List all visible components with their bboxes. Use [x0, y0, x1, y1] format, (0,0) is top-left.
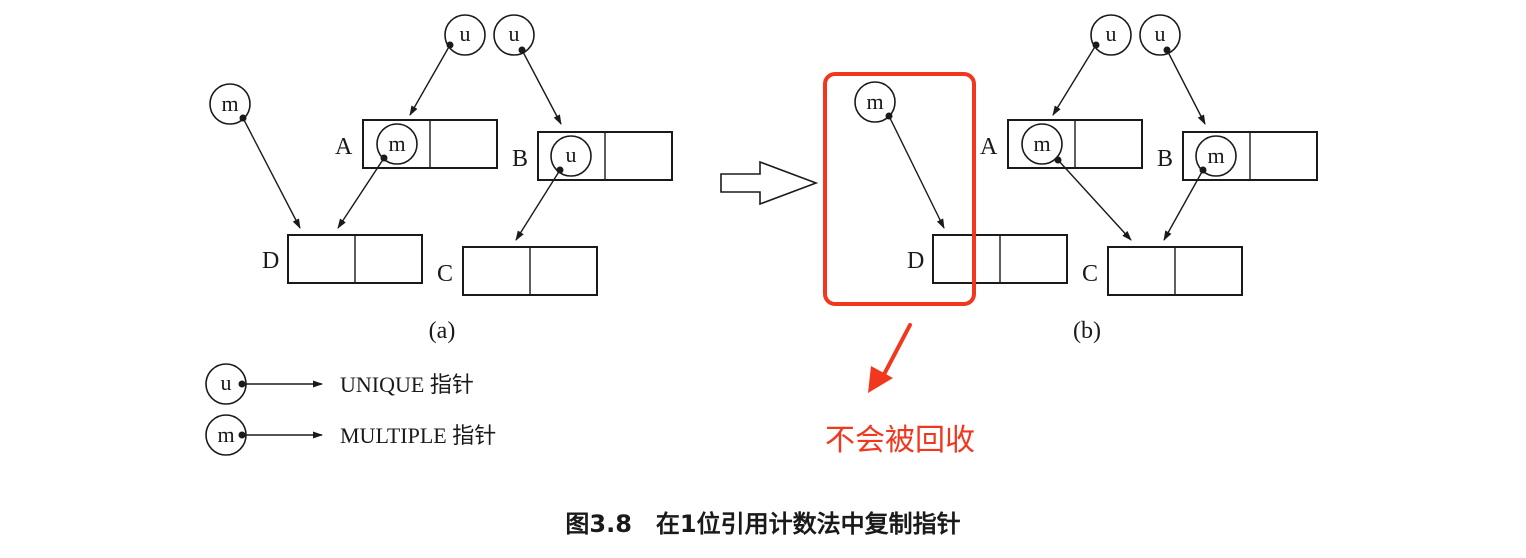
root-pointer-m: m	[209, 83, 251, 125]
annotation-arrow-icon	[868, 323, 912, 393]
node-b-label: B	[1157, 146, 1173, 172]
multiple-pointer-circle	[1195, 135, 1237, 177]
multiple-pointer-circle	[1021, 123, 1063, 165]
unique-pointer-circle	[550, 135, 592, 177]
diagram-a: D C A m B u m	[209, 14, 673, 344]
legend-multiple-label: MULTIPLE 指针	[340, 423, 496, 448]
root-pointer-m: m	[854, 81, 896, 123]
root-pointer-u-2: u	[493, 14, 535, 56]
pointer-tag: u	[566, 142, 577, 167]
pointer-tag: m	[388, 131, 405, 156]
legend-unique-label: UNIQUE 指针	[340, 372, 474, 397]
node-a-label: A	[980, 134, 998, 160]
node-c-label: C	[1082, 261, 1098, 287]
node-d-label: D	[262, 248, 279, 274]
root-pointer-u-1: u	[1090, 14, 1132, 56]
figure-caption: 图3.8 在1位引用计数法中复制指针	[565, 510, 960, 538]
root-pointer-u-1: u	[444, 14, 486, 56]
pointer-tag: u	[509, 21, 520, 46]
multiple-pointer-circle	[376, 123, 418, 165]
caption-b: (b)	[1073, 318, 1101, 344]
pointer-tag: m	[217, 422, 234, 447]
legend-multiple: m MULTIPLE 指针	[205, 414, 496, 456]
transition-arrow-icon	[720, 160, 819, 206]
node-c-label: C	[437, 261, 453, 287]
legend-unique: u UNIQUE 指针	[205, 363, 474, 405]
node-d: D	[907, 234, 1068, 284]
pointer-tag: m	[866, 89, 883, 114]
node-c: C	[437, 246, 598, 296]
root-pointer-u-2: u	[1139, 14, 1181, 56]
node-b-label: B	[512, 146, 528, 172]
pointer-tag: u	[221, 370, 232, 395]
node-d: D	[262, 234, 423, 284]
pointer-tag: m	[221, 91, 238, 116]
pointer-tag: u	[1155, 21, 1166, 46]
pointer-tag: m	[1033, 131, 1050, 156]
node-c: C	[1082, 246, 1243, 296]
legend: u UNIQUE 指针 m MULTIPLE 指针	[205, 363, 496, 456]
node-a: A m	[980, 119, 1143, 169]
pointer-tag: m	[1207, 143, 1224, 168]
node-a-label: A	[335, 134, 353, 160]
node-a: A m	[335, 119, 498, 169]
pointer-edges	[885, 41, 1207, 241]
node-b: B u	[512, 131, 673, 181]
pointer-edges	[239, 41, 564, 241]
diagram-b: D C A m B m m	[854, 14, 1318, 344]
node-b: B m	[1157, 131, 1318, 181]
annotation-text: 不会被回收	[825, 423, 975, 458]
node-d-label: D	[907, 248, 924, 274]
highlight-box	[823, 72, 976, 306]
caption-a: (a)	[429, 318, 456, 344]
pointer-tag: u	[460, 21, 471, 46]
pointer-tag: u	[1106, 21, 1117, 46]
